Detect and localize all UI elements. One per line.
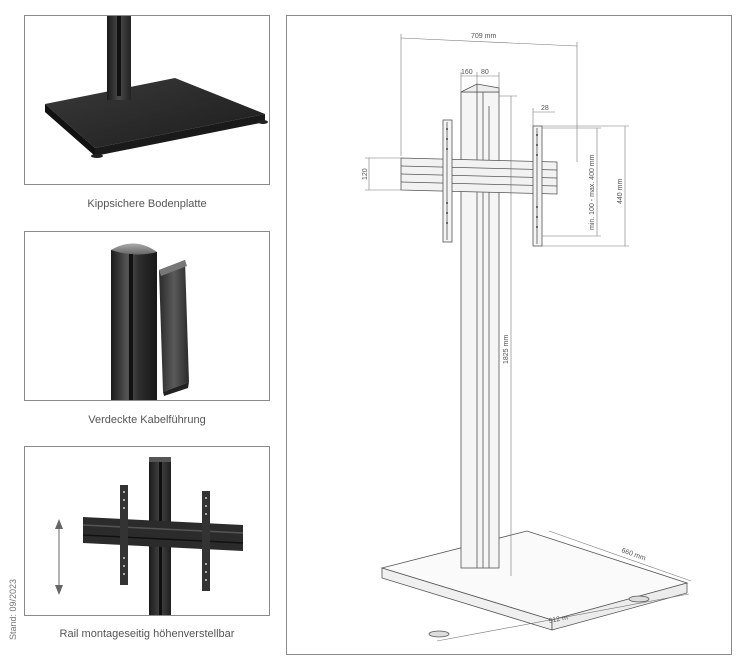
dim-total-height: 1825 mm [503, 335, 510, 364]
dim-top-width: 709 mm [471, 33, 496, 40]
dim-base-depth: 660 mm [620, 547, 646, 562]
height-adjust-arrow-icon [55, 519, 63, 595]
technical-drawing: 709 mm 160 80 28 120 min. 100 - max. 400… [286, 15, 732, 655]
dim-vesa-range: min. 100 - max. 400 mm [589, 154, 596, 230]
base-plate-caption: Kippsichere Bodenplatte [87, 198, 207, 210]
dim-bracket-height: 440 mm [617, 179, 624, 204]
cable-caption: Verdeckte Kabelführung [88, 414, 206, 426]
base-plate-photo [24, 15, 270, 185]
dimension-drawing: 709 mm 160 80 28 120 min. 100 - max. 400… [362, 33, 692, 642]
rail-caption: Rail montageseitig höhenverstellbar [59, 628, 235, 640]
dim-bracket-depth: 28 [541, 105, 549, 112]
dim-col-a: 160 [461, 69, 473, 76]
cable-management-photo [24, 231, 270, 401]
stand-date: Stand: 09/2023 [8, 578, 18, 640]
dim-col-b: 80 [481, 69, 489, 76]
dim-base-width: 912 m [548, 614, 569, 625]
base-plate-illustration [45, 16, 268, 158]
rail-adjust-photo [24, 446, 270, 616]
cable-cover-illustration [111, 243, 189, 400]
dim-rail-height: 120 [362, 168, 369, 180]
rail-illustration [55, 457, 244, 615]
